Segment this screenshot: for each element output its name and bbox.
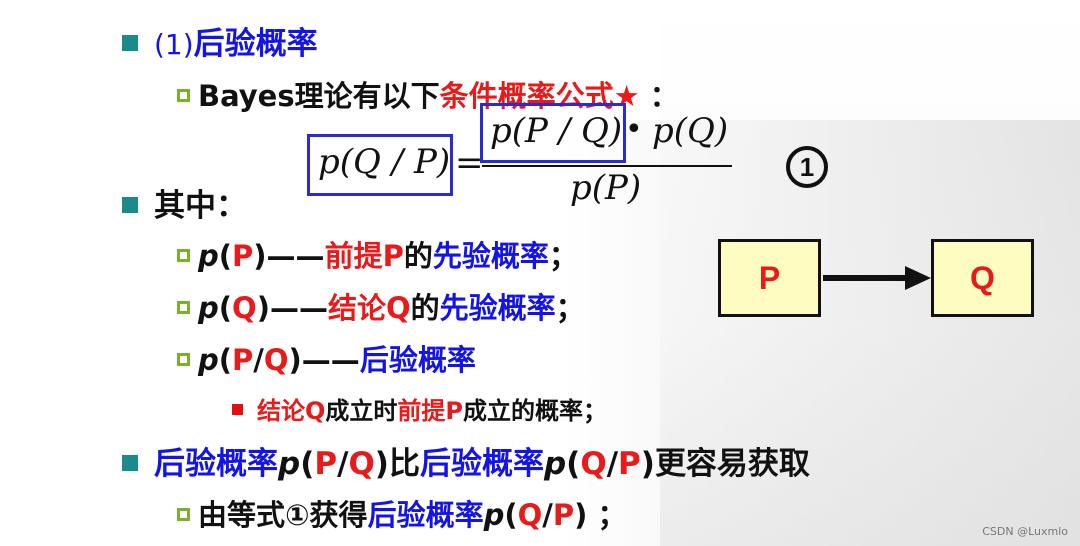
p-symbol: p bbox=[198, 239, 219, 273]
conclusion-Q-text: 结论Q bbox=[327, 291, 411, 325]
formula-lhs-box bbox=[307, 134, 453, 196]
conditional-prob-formula-label: 条件概率公式★ bbox=[439, 79, 640, 113]
slash: / bbox=[253, 343, 264, 377]
section-marker: (1) bbox=[154, 28, 194, 61]
semicolon: ； bbox=[555, 291, 585, 325]
fraction-bar bbox=[482, 165, 732, 167]
prior-prob-text: 先验概率 bbox=[439, 291, 556, 325]
where-label-line: 其中： bbox=[122, 180, 247, 225]
section-title: 后验概率 bbox=[193, 26, 318, 62]
paren-dash: )—— bbox=[253, 239, 325, 273]
conclusion-Q-text: 结论Q bbox=[257, 397, 326, 425]
paren: ) bbox=[574, 498, 588, 532]
slash: / bbox=[542, 498, 553, 532]
paren-dash: )—— bbox=[288, 343, 360, 377]
formula-denominator: p(P) bbox=[570, 168, 642, 208]
red-bullet-icon bbox=[232, 403, 243, 415]
formula-numerator-a: p(P / Q) bbox=[490, 111, 623, 151]
var-P: P bbox=[232, 239, 254, 273]
p-symbol: p bbox=[198, 343, 219, 377]
posterior-prob-text: 后验概率 bbox=[367, 498, 484, 532]
paren: ( bbox=[504, 498, 518, 532]
paren: ( bbox=[218, 343, 233, 377]
arrow-icon bbox=[823, 266, 931, 290]
posterior-explanation-line: 结论Q成立时前提P成立的概率； bbox=[232, 391, 607, 426]
posterior-prob-text: 后验概率 bbox=[359, 343, 476, 377]
paren: ) bbox=[374, 446, 389, 482]
slash: / bbox=[606, 446, 619, 482]
paren-dash: )—— bbox=[256, 291, 328, 325]
slash: / bbox=[337, 446, 349, 482]
paren: ( bbox=[300, 446, 315, 482]
probability-text: 成立的概率； bbox=[463, 397, 607, 425]
var-Q: Q bbox=[232, 291, 257, 325]
colon-text: ： bbox=[639, 79, 679, 113]
comparison-line: 后验概率p(P/Q)比后验概率p(Q/P)更容易获取 bbox=[122, 438, 810, 483]
hollow-bullet-icon bbox=[177, 88, 190, 102]
from-equation-text: 由等式①获得 bbox=[198, 498, 368, 532]
equation-number-badge: 1 bbox=[786, 146, 828, 188]
teal-bullet-icon bbox=[122, 34, 138, 51]
formula-dot: • bbox=[625, 112, 643, 147]
formula-numerator-box bbox=[480, 103, 626, 163]
than-text: 比 bbox=[388, 446, 420, 482]
hollow-bullet-icon bbox=[177, 352, 190, 366]
derivation-line: 由等式①获得后验概率p(Q/P) ； bbox=[177, 492, 627, 534]
of-text: 的 bbox=[403, 239, 433, 273]
section-posterior-title: (1)后验概率 bbox=[122, 18, 318, 63]
prior-prob-text: 先验概率 bbox=[432, 239, 549, 273]
premise-P-text: 前提P bbox=[397, 397, 463, 425]
posterior-pq-line: p(P/Q)——后验概率 bbox=[177, 337, 476, 379]
formula-equals: = bbox=[455, 143, 484, 183]
teal-bullet-icon bbox=[122, 196, 138, 213]
formula-lhs: p(Q / P) bbox=[318, 142, 451, 182]
hollow-bullet-icon bbox=[177, 300, 190, 314]
var-Q: Q bbox=[348, 446, 375, 482]
formula-numerator-b: p(Q) bbox=[652, 111, 729, 151]
node-P-label: P bbox=[758, 259, 781, 296]
premise-P-text: 前提P bbox=[324, 239, 404, 273]
var-P: P bbox=[232, 343, 254, 377]
node-Q: Q bbox=[931, 239, 1034, 317]
prior-q-line: p(Q)——结论Q的先验概率； bbox=[177, 285, 585, 327]
posterior-prob-text: 后验概率 bbox=[154, 446, 278, 482]
node-P: P bbox=[718, 239, 821, 317]
watermark: CSDN @Luxmlo bbox=[982, 525, 1068, 538]
p-symbol: p bbox=[543, 446, 567, 482]
where-label: 其中： bbox=[154, 188, 247, 224]
hollow-bullet-icon bbox=[177, 248, 190, 262]
paren: ( bbox=[566, 446, 581, 482]
bayes-intro-line: Bayes理论有以下条件概率公式★ ： bbox=[177, 73, 679, 115]
p-symbol: p bbox=[483, 498, 505, 532]
when-holds-text: 成立时 bbox=[325, 397, 398, 425]
p-symbol: p bbox=[198, 291, 219, 325]
equation-number: 1 bbox=[799, 151, 815, 182]
var-Q: Q bbox=[517, 498, 543, 532]
semicolon: ； bbox=[587, 498, 627, 532]
prior-p-line: p(P)——前提P的先验概率； bbox=[177, 233, 578, 275]
paren: ( bbox=[218, 291, 233, 325]
of-text: 的 bbox=[410, 291, 440, 325]
hollow-bullet-icon bbox=[177, 507, 190, 521]
var-P: P bbox=[618, 446, 641, 482]
node-Q-label: Q bbox=[970, 259, 995, 296]
teal-bullet-icon bbox=[122, 454, 138, 471]
p-symbol: p bbox=[278, 446, 301, 482]
var-Q: Q bbox=[580, 446, 607, 482]
posterior-prob-text: 后验概率 bbox=[419, 446, 544, 482]
var-P: P bbox=[314, 446, 338, 482]
bayes-intro-text: Bayes理论有以下 bbox=[198, 79, 440, 113]
paren: ( bbox=[218, 239, 233, 273]
paren: ) bbox=[640, 446, 655, 482]
var-P: P bbox=[552, 498, 575, 532]
var-Q: Q bbox=[263, 343, 289, 377]
semicolon: ； bbox=[548, 239, 578, 273]
easier-text: 更容易获取 bbox=[654, 446, 810, 482]
